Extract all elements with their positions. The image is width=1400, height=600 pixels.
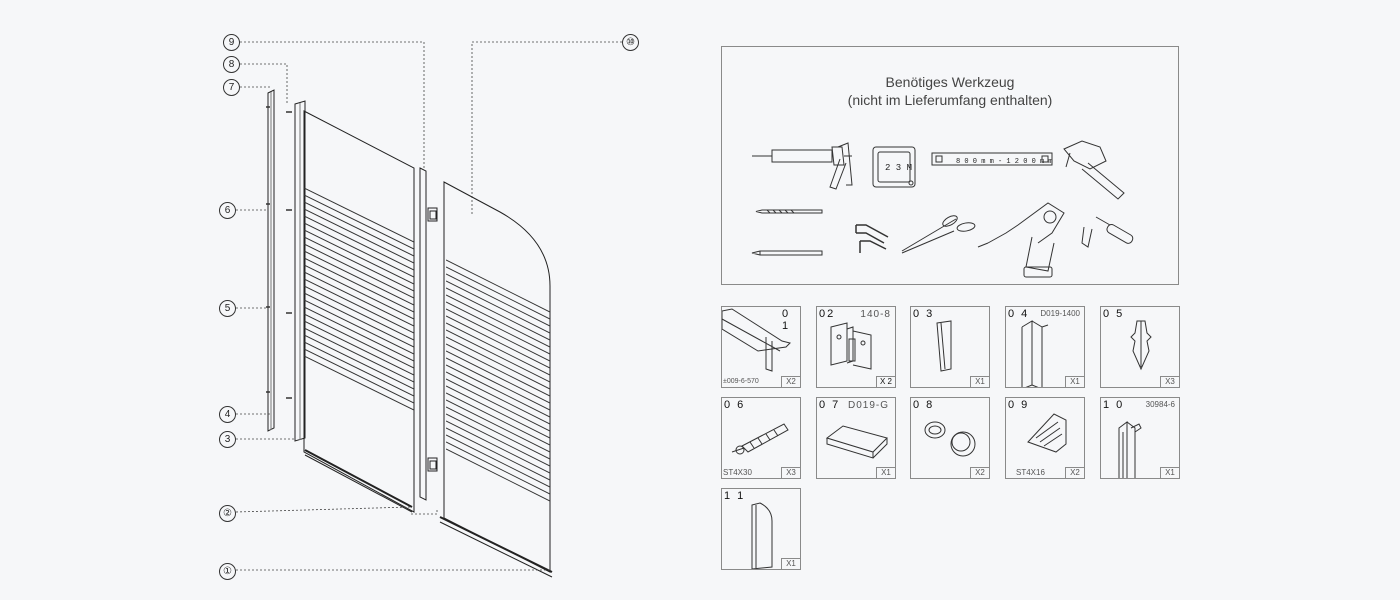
callout-2: ② bbox=[219, 505, 236, 522]
part-number: 0 1 bbox=[782, 308, 791, 332]
part-code: ±009-6-570 bbox=[723, 378, 759, 385]
part-08: 0 8 X2 bbox=[910, 397, 990, 479]
drill-bit-icon bbox=[755, 209, 823, 214]
callout-7: 7 bbox=[223, 79, 240, 96]
exploded-view-drawing bbox=[235, 41, 622, 578]
spirit-level-label: 8 0 0 m m - 1 2 0 0 m m bbox=[956, 158, 1053, 166]
part-number: 0 8 bbox=[913, 399, 935, 411]
part-04: 0 4 D019-1400 X1 bbox=[1005, 306, 1085, 388]
hex-keys-icon bbox=[855, 224, 889, 253]
part-02: 02 140-8 X 2 bbox=[816, 306, 896, 388]
part-code: D019-1400 bbox=[1040, 309, 1080, 318]
part-quantity: X2 bbox=[970, 467, 989, 478]
part-quantity: X1 bbox=[1065, 376, 1084, 387]
spirit-level-icon: 8 0 0 m m - 1 2 0 0 m m bbox=[931, 152, 1053, 166]
callout-8: 8 bbox=[223, 56, 240, 73]
tape-measure-label: 2 3 M bbox=[885, 163, 912, 173]
part-11: 1 1 X1 bbox=[721, 488, 801, 570]
wall-profile-right bbox=[294, 100, 306, 442]
screwdriver-icon bbox=[1081, 216, 1134, 248]
part-number: 1 1 bbox=[724, 490, 746, 502]
tools-illustration: 2 3 M 8 0 0 m m - 1 2 0 0 m m bbox=[751, 140, 1134, 278]
part-06: 0 6 ST4X30 X3 bbox=[721, 397, 801, 479]
caulking-gun-icon bbox=[752, 142, 853, 190]
part-10: 1 0 30984-6 X1 bbox=[1100, 397, 1180, 479]
glass-panel-fixed bbox=[303, 110, 415, 513]
part-code: D019-G bbox=[847, 400, 889, 411]
part-number: 0 7 bbox=[819, 399, 841, 411]
tools-title-line1: Benötiges Werkzeug bbox=[885, 74, 1015, 90]
required-tools-panel: Benötiges Werkzeug (nicht im Lieferumfan… bbox=[721, 46, 1179, 285]
part-09: 0 9 ST4X16 X2 bbox=[1005, 397, 1085, 479]
bottom-seal-right bbox=[439, 516, 553, 578]
pencil-icon bbox=[751, 250, 823, 256]
part-number: 0 3 bbox=[913, 308, 935, 320]
part-quantity: X1 bbox=[970, 376, 989, 387]
part-number: 0 6 bbox=[724, 399, 746, 411]
part-number: 02 bbox=[819, 308, 836, 320]
part-quantity: X1 bbox=[1160, 467, 1179, 478]
part-07: 0 7 D019-G X1 bbox=[816, 397, 896, 479]
part-number: 0 4 bbox=[1008, 308, 1030, 320]
part-number: 0 5 bbox=[1103, 308, 1125, 320]
part-code: ST4X30 bbox=[723, 468, 752, 477]
callout-9: 9 bbox=[223, 34, 240, 51]
part-05: 0 5 X3 bbox=[1100, 306, 1180, 388]
callout-10: ⑩ bbox=[622, 34, 639, 51]
callout-6: 6 bbox=[219, 202, 236, 219]
tools-title: Benötiges Werkzeug (nicht im Lieferumfan… bbox=[722, 73, 1178, 109]
tools-title-line2: (nicht im Lieferumfang enthalten) bbox=[847, 92, 1053, 108]
scissors-icon bbox=[901, 215, 976, 254]
part-code: 30984-6 bbox=[1145, 400, 1175, 409]
hammer-icon bbox=[1063, 140, 1125, 200]
tape-measure-icon: 2 3 M bbox=[872, 146, 916, 188]
wall-profile-left bbox=[267, 89, 275, 432]
part-quantity: X2 bbox=[781, 376, 800, 387]
screws bbox=[266, 106, 292, 399]
part-03: 0 3 X1 bbox=[910, 306, 990, 388]
part-code: 140-8 bbox=[860, 309, 891, 320]
part-code: ST4X16 bbox=[1016, 468, 1045, 477]
callout-1: ① bbox=[219, 563, 236, 580]
part-number: 0 9 bbox=[1008, 399, 1030, 411]
callout-3: 3 bbox=[219, 431, 236, 448]
part-quantity: X1 bbox=[876, 467, 895, 478]
part-quantity: X2 bbox=[1065, 467, 1084, 478]
callout-5: 5 bbox=[219, 300, 236, 317]
part-01: 0 1 ±009-6-570 X2 bbox=[721, 306, 801, 388]
part-quantity: X 2 bbox=[876, 376, 895, 387]
part-quantity: X3 bbox=[1160, 376, 1179, 387]
part-quantity: X3 bbox=[781, 467, 800, 478]
callout-4: 4 bbox=[219, 406, 236, 423]
hinge-profile bbox=[419, 167, 438, 501]
glass-panel-door bbox=[443, 181, 551, 573]
part-number: 1 0 bbox=[1103, 399, 1125, 411]
bottom-seal-left bbox=[304, 449, 413, 513]
cordless-drill-icon bbox=[977, 202, 1065, 278]
leader-lines bbox=[235, 41, 622, 571]
part-quantity: X1 bbox=[781, 558, 800, 569]
assembly-diagram: ① ② 3 4 5 6 7 8 9 ⑩ bbox=[219, 34, 639, 580]
